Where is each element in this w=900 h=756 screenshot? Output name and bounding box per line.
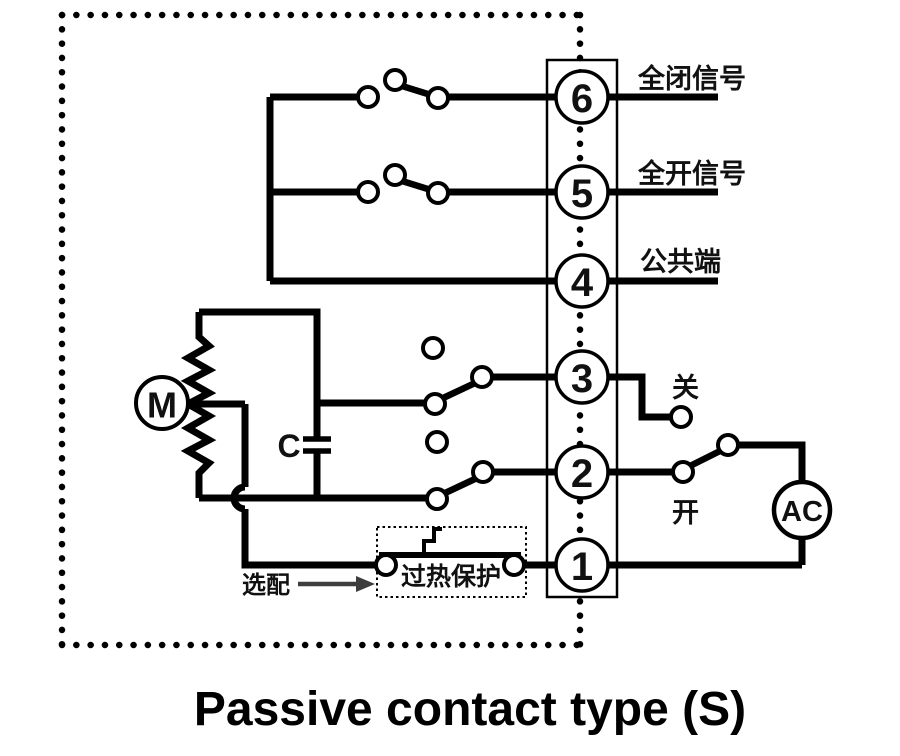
wire-crossover-hop [230, 483, 246, 513]
wire-terminal3-to-close-contact [606, 373, 671, 421]
terminal-6 [554, 69, 610, 125]
sw6-contact-right [426, 86, 450, 110]
diagram-title: Passive contact type (S) [194, 683, 746, 736]
terminal-1-number: 1 [571, 545, 593, 589]
optional-arrow-head [356, 576, 375, 592]
terminal-5 [554, 164, 610, 220]
sw5-contact-right [426, 181, 450, 205]
sw5-contact-raised [383, 163, 407, 187]
ac-power-label: AC [781, 496, 823, 528]
terminal-4 [554, 253, 610, 309]
sw2-contacts [425, 430, 495, 511]
housing-dotted-border [58, 11, 584, 649]
sw6-blade [398, 82, 435, 99]
sw3-blade [437, 379, 479, 403]
optional-label: 选配 [242, 572, 290, 599]
sw5-blade [398, 177, 435, 194]
capacitor-label: C [277, 428, 300, 464]
thermal-element-symbol [422, 527, 442, 554]
open-switch-contact-upper [716, 433, 740, 457]
motor-label: M [147, 385, 177, 426]
terminal-4-number: 4 [571, 261, 594, 305]
overheat-contact-left [374, 553, 398, 577]
overheat-contact-right [502, 553, 526, 577]
terminal6-signal-label: 全闭信号 [637, 63, 746, 94]
external-switch-contacts [669, 405, 740, 484]
overheat-protection-label: 过热保护 [401, 563, 501, 591]
sw6-contact-left [356, 85, 380, 109]
terminal-1 [554, 537, 610, 593]
wire-open-switch-to-ac [737, 441, 806, 483]
open-switch-blade [686, 446, 726, 470]
wire-motor-top-branch [199, 308, 321, 437]
terminal-6-number: 6 [571, 77, 593, 121]
terminal5-signal-label: 全开信号 [637, 158, 746, 189]
terminal-5-number: 5 [571, 172, 593, 216]
terminal-strip [545, 58, 619, 599]
terminal-2 [554, 444, 610, 500]
terminal4-common-label: 公共端 [640, 247, 721, 277]
sw6-contacts [356, 68, 450, 110]
sw5-contact-left [356, 180, 380, 204]
open-contact-label: 开 [672, 498, 699, 528]
sw2-blade [439, 474, 481, 498]
wire-tap-to-overheat [241, 509, 376, 569]
sw3-contact-out [470, 365, 494, 389]
ac-power-circle [771, 479, 833, 541]
open-switch-contact-lower [671, 460, 695, 484]
motor-circle [134, 375, 190, 431]
sw5-contacts [356, 163, 450, 205]
terminal-2-number: 2 [571, 452, 593, 496]
sw6-contact-raised [383, 68, 407, 92]
sw3-contacts [421, 336, 494, 416]
close-contact-label: 关 [672, 373, 699, 403]
sw2-contact-open [425, 430, 449, 454]
terminal-3 [554, 349, 610, 405]
sw2-contact-out [471, 460, 495, 484]
terminal-block: 6 5 4 3 2 1 [554, 69, 610, 593]
terminal-3-number: 3 [571, 357, 593, 401]
close-contact [669, 405, 693, 429]
sw2-contact-common [425, 487, 449, 511]
capacitor-symbol [303, 436, 331, 454]
sw3-contact-common [423, 392, 447, 416]
sw3-contact-open [421, 336, 445, 360]
